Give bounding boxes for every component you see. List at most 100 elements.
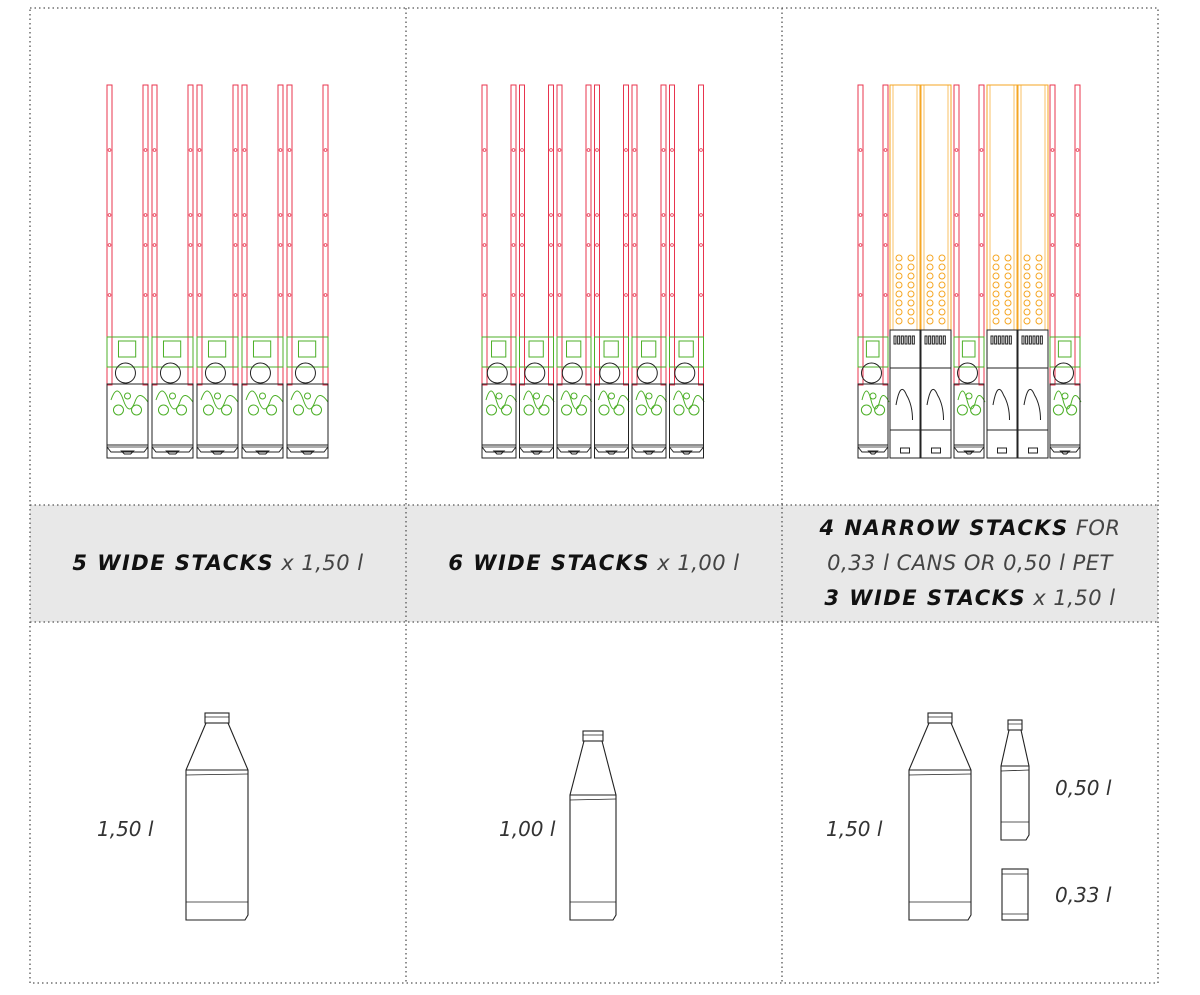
stack-foot	[631, 444, 667, 459]
can-ring	[1023, 308, 1031, 316]
mechanism-housing	[631, 336, 667, 368]
can-ring	[938, 254, 946, 262]
lever-eye	[860, 404, 872, 416]
label-col-1-rest: x 1,50 l	[274, 551, 364, 575]
can-ring	[938, 281, 946, 289]
lever-path	[957, 390, 986, 410]
mechanism-tooth	[1008, 335, 1012, 345]
roller	[561, 362, 583, 384]
can-ring	[938, 308, 946, 316]
stack-rail	[660, 84, 667, 386]
can-ring	[1004, 281, 1012, 289]
rail-rivet	[632, 293, 637, 297]
stack-rail	[594, 84, 600, 386]
label-band	[30, 505, 1158, 622]
foot-slot	[997, 447, 1007, 454]
rail-rivet	[520, 148, 524, 152]
can-ring	[1035, 272, 1043, 280]
stack-rail	[556, 84, 563, 386]
rail-rivet	[242, 148, 247, 152]
rail-rivet	[278, 213, 283, 217]
mechanism-housing	[1049, 336, 1081, 368]
rail-rivet	[511, 293, 516, 297]
stack-rail	[631, 84, 638, 386]
rail-rivet	[520, 213, 524, 217]
stack-rail	[481, 84, 488, 386]
narrow-stack-unit	[986, 84, 1018, 459]
rail-rivet	[242, 213, 247, 217]
roller	[114, 362, 136, 384]
can-ring	[992, 281, 1000, 289]
can-ring	[938, 263, 946, 271]
mechanism-window	[491, 340, 507, 358]
can-ring	[907, 290, 915, 298]
rail-rivet	[699, 213, 703, 217]
mechanism-tooth	[994, 335, 998, 345]
rail-rivet	[549, 148, 553, 152]
stack-rail	[519, 84, 525, 386]
can-ring	[895, 263, 903, 271]
narrow-foot	[986, 429, 1018, 459]
stacks-drawing-mixed	[857, 84, 1082, 459]
mechanism-tooth	[997, 335, 1001, 345]
mechanism-tooth	[893, 335, 897, 345]
rail-rivet	[624, 148, 628, 152]
roller	[249, 362, 271, 384]
rail-rivet	[549, 243, 553, 247]
rail-rivet	[1075, 293, 1080, 297]
rail-rivet	[197, 243, 202, 247]
label-col-3-line1-bold: 4 NARROW STACKS	[819, 516, 1069, 540]
rail-rivet	[107, 243, 112, 247]
bottle-body	[908, 722, 972, 921]
label-col-2: 6 WIDE STACKS x 1,00 l	[406, 505, 782, 622]
lever-pin	[169, 392, 176, 400]
can-ring	[992, 308, 1000, 316]
lever-path	[155, 390, 194, 410]
can-ring	[992, 263, 1000, 271]
can-ring	[1004, 290, 1012, 298]
can-ring	[895, 290, 903, 298]
can-ring	[907, 281, 915, 289]
bottle-body	[1000, 729, 1030, 841]
stack-rail	[978, 84, 985, 386]
can-ring	[895, 308, 903, 316]
lever-pin	[570, 392, 578, 400]
mechanism-housing	[286, 336, 329, 368]
rail-rivet	[670, 293, 674, 297]
mechanism-tooth	[1036, 335, 1040, 345]
bottle-050-col3	[1000, 719, 1030, 841]
foot-slot	[963, 450, 975, 455]
can-ring	[1023, 281, 1031, 289]
lever-path	[110, 390, 149, 410]
can-ring	[938, 317, 946, 325]
lever-path	[200, 390, 239, 410]
volume-label-col-3-pet: 0,50 l	[1055, 776, 1112, 800]
bottle-body	[569, 740, 617, 921]
can-ring	[938, 299, 946, 307]
mechanism-window	[528, 340, 544, 358]
lever-pin	[124, 392, 131, 400]
stack-rail	[151, 84, 158, 386]
lever-eye	[112, 404, 124, 416]
lever-eye	[575, 404, 587, 416]
rail-rivet	[323, 148, 328, 152]
lever-eye	[1052, 404, 1064, 416]
rail-rivet	[511, 148, 516, 152]
lever-path	[861, 390, 890, 410]
mechanism-housing	[481, 336, 517, 368]
can-ring	[1023, 290, 1031, 298]
bottle-cap	[582, 730, 604, 742]
rail-rivet	[624, 213, 628, 217]
mechanism-housing	[241, 336, 284, 368]
can-ring	[907, 254, 915, 262]
mechanism-tooth	[897, 335, 901, 345]
wide-stack-unit	[196, 84, 239, 459]
can-ring	[1035, 290, 1043, 298]
stacks-drawing-5-wide	[106, 84, 329, 459]
lever-eye	[131, 404, 143, 416]
lever-path	[245, 390, 284, 410]
wide-stack-unit	[286, 84, 329, 459]
rail-rivet	[858, 148, 863, 152]
stack-foot	[594, 444, 629, 459]
rail-rivet	[954, 213, 959, 217]
